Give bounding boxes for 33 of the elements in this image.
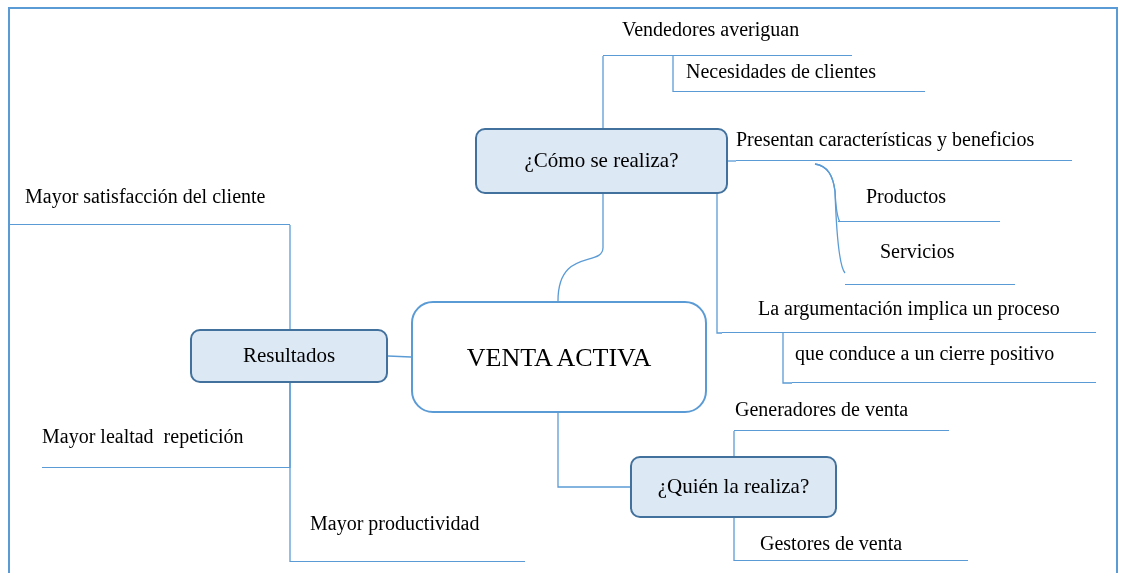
connector-line — [557, 193, 604, 302]
connector-line — [672, 55, 674, 93]
topic-text: Mayor lealtad repetición — [42, 424, 244, 449]
branch-topic-box — [630, 456, 837, 518]
topic-text: La argumentación implica un proceso — [758, 296, 1060, 321]
connector-line — [289, 382, 291, 563]
connector-line — [289, 224, 291, 330]
connector-line — [814, 163, 846, 274]
topic-text: Productos — [866, 184, 946, 209]
branch-topic-box — [190, 329, 388, 383]
topic-text: Mayor satisfacción del cliente — [25, 184, 266, 209]
topic-text: que conduce a un cierre positivo — [795, 341, 1055, 366]
node-label: ¿Quién la realiza? — [657, 473, 810, 501]
connector-line — [733, 430, 735, 457]
branch-topic-box — [475, 128, 728, 194]
connector-line — [387, 355, 412, 358]
node-label: VENTA ACTIVA — [466, 341, 652, 374]
connector-line — [602, 55, 604, 129]
connector-line — [733, 517, 735, 562]
central-topic-box — [411, 301, 707, 413]
topic-text: Gestores de venta — [760, 531, 903, 556]
connector-line — [716, 193, 723, 334]
connector-line — [557, 412, 631, 488]
connector-line — [782, 332, 793, 384]
topic-text: Presentan características y beneficios — [736, 127, 1035, 152]
topic-text: Mayor productividad — [310, 511, 480, 536]
node-label: Resultados — [242, 342, 336, 370]
topic-text: Vendedores averiguan — [622, 17, 800, 42]
topic-text: Generadores de venta — [735, 397, 909, 422]
node-label: ¿Cómo se realiza? — [524, 147, 679, 175]
topic-text: Necesidades de clientes — [686, 59, 876, 84]
topic-text: Servicios — [880, 239, 955, 264]
connector-line — [727, 160, 737, 162]
